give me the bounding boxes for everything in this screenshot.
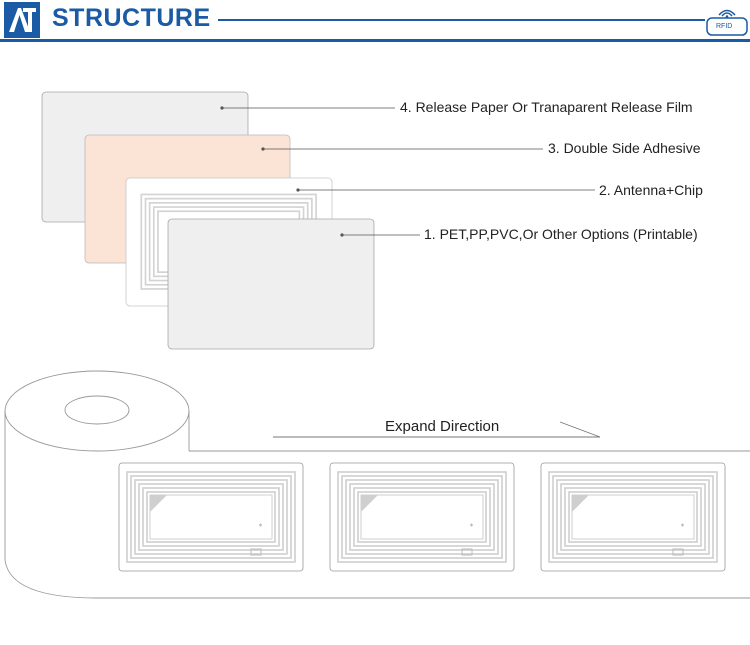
layer-1-label: 1. PET,PP,PVC,Or Other Options (Printabl… xyxy=(424,226,698,242)
layer-4-label: 4. Release Paper Or Tranaparent Release … xyxy=(400,99,693,115)
header-underline xyxy=(0,39,750,42)
rfid-badge-label: RFID xyxy=(716,23,733,30)
brand-logo-icon xyxy=(4,2,40,38)
layer-3-label: 3. Double Side Adhesive xyxy=(548,140,701,156)
header: STRUCTURE RFID xyxy=(0,0,750,42)
layer-2-label: 2. Antenna+Chip xyxy=(599,182,703,198)
rfid-wifi-icon xyxy=(706,9,748,36)
page-title: STRUCTURE xyxy=(52,4,211,32)
expand-direction-label: Expand Direction xyxy=(385,418,500,435)
label-roll xyxy=(4,370,750,600)
layer-face-material xyxy=(167,218,375,350)
header-rule xyxy=(218,19,705,21)
